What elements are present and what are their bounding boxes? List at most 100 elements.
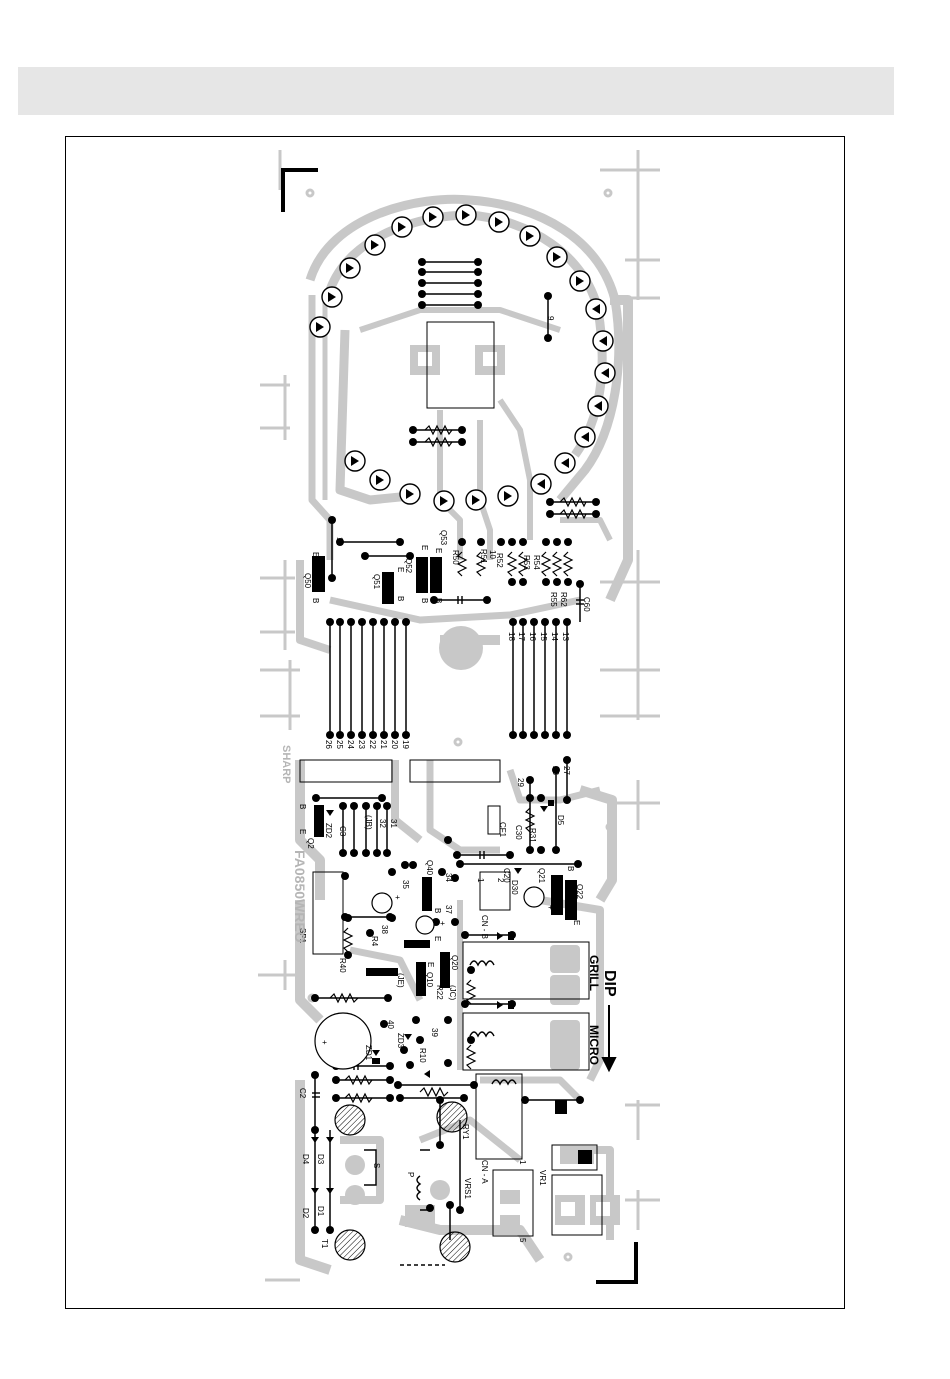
label-c30: C30 (514, 825, 523, 840)
label-e-q52: E (420, 545, 429, 550)
label-d30: D30 (510, 880, 519, 895)
label-n29: 29 (516, 778, 525, 787)
label-plus-1: + (393, 895, 402, 900)
hatched-terminals (334, 1101, 471, 1263)
label-t1: T1 (320, 1239, 329, 1249)
label-micro: MICRO (587, 1025, 601, 1065)
label-n37: 37 (444, 905, 453, 914)
label-n1-cnb: 1 (476, 878, 485, 883)
label-grill: GRILL (587, 955, 601, 991)
label-r31: R31 (528, 828, 537, 843)
label-jc: (JC) (448, 985, 457, 1000)
label-n11: 11 (335, 537, 344, 546)
diodes (311, 800, 554, 1194)
label-n5-cna: 5 (518, 1238, 527, 1243)
label-r51: R51 (479, 549, 488, 564)
label-ry1: RY1 (461, 1124, 470, 1140)
label-r10: R10 (418, 1048, 427, 1063)
label-b-q52: B (420, 598, 429, 603)
label-n21: 21 (379, 740, 388, 749)
label-n28: 28 (551, 766, 560, 775)
label-n1-cna: 1 (518, 1160, 527, 1165)
label-e-q10: E (426, 962, 435, 967)
label-q52: Q52 (404, 558, 413, 574)
label-q53: Q53 (439, 530, 448, 546)
component-outlines (299, 321, 603, 1237)
label-r40: R40 (338, 958, 347, 973)
component-labels: Q50 Q51 Q52 Q53 E B E B E B E B 11 R50 R… (280, 316, 618, 1249)
sharp-logo: SHARP (280, 745, 292, 784)
label-r53: R53 (522, 555, 531, 570)
label-n25: 25 (335, 740, 344, 749)
label-n16: 16 (528, 632, 537, 641)
label-r62: R62 (559, 592, 568, 607)
label-d3: D3 (316, 1154, 325, 1165)
label-n38: 38 (380, 925, 389, 934)
label-jb: (JB) (364, 815, 373, 830)
label-cf1: CF1 (498, 822, 507, 838)
label-n22: 22 (368, 740, 377, 749)
label-plus-3: + (546, 905, 555, 910)
solder-pads (311, 258, 600, 1234)
coils (364, 960, 517, 1266)
label-d2: D2 (301, 1208, 310, 1219)
label-n20: 20 (390, 740, 399, 749)
label-q50: Q50 (303, 573, 312, 589)
label-d4: D4 (301, 1154, 310, 1165)
label-q40: Q40 (425, 860, 434, 876)
label-n23: 23 (357, 740, 366, 749)
label-b-q21: B (566, 866, 575, 871)
led-ring-symbols (316, 210, 609, 506)
label-cn-b: CN - B (480, 915, 489, 939)
label-n2-cnb: 2 (496, 878, 505, 883)
label-n26: 26 (324, 740, 333, 749)
label-zd3: ZD3 (396, 1033, 405, 1049)
label-s: S (372, 1163, 381, 1168)
label-zd2: ZD2 (324, 823, 333, 839)
label-c3: C3 (338, 826, 347, 837)
dip-arrow (601, 1005, 617, 1073)
label-cn-a: CN - A (480, 1160, 489, 1184)
label-q22: Q22 (575, 884, 584, 900)
label-r55: R55 (549, 592, 558, 607)
label-plus-4: + (320, 1040, 329, 1045)
label-q21: Q21 (537, 868, 546, 884)
label-r52: R52 (495, 553, 504, 568)
label-c20: C20 (502, 868, 511, 883)
label-n19: 19 (401, 740, 410, 749)
label-e-q2: E (298, 829, 307, 834)
label-e-q20: E (433, 936, 442, 941)
label-b-q50: B (311, 598, 320, 603)
label-c60: C60 (582, 597, 591, 612)
label-b-q51: B (396, 596, 405, 601)
label-n17: 17 (517, 632, 526, 641)
label-r54: R54 (532, 555, 541, 570)
label-q20: Q20 (450, 955, 459, 971)
label-n10: 10 (488, 550, 497, 559)
label-q51: Q51 (372, 574, 381, 590)
label-dip: DIP (601, 970, 618, 997)
diagram-frame (65, 136, 845, 1309)
label-e-q51: E (396, 567, 405, 572)
label-n15: 15 (539, 632, 548, 641)
header-band (18, 67, 894, 115)
electrolytic-capacitors (314, 886, 545, 1070)
label-je: (JE) (396, 973, 405, 988)
label-vrs1: VRS1 (463, 1178, 472, 1199)
label-r50: R50 (451, 550, 460, 565)
corner-marks (281, 168, 638, 1284)
label-n14: 14 (550, 632, 559, 641)
label-n9: 9 (546, 316, 555, 321)
label-c2: C2 (298, 1088, 307, 1099)
label-n18: 18 (507, 632, 516, 641)
label-plus-2: + (438, 921, 447, 926)
label-n24: 24 (346, 740, 355, 749)
label-r22: R22 (435, 985, 444, 1000)
label-e-q50: E (311, 552, 320, 557)
label-n27: 27 (562, 766, 571, 775)
label-vr1: VR1 (538, 1170, 547, 1186)
transistors (312, 556, 592, 1164)
label-d1: D1 (316, 1206, 325, 1217)
resistors (329, 424, 587, 1104)
label-n31: 31 (389, 819, 398, 828)
